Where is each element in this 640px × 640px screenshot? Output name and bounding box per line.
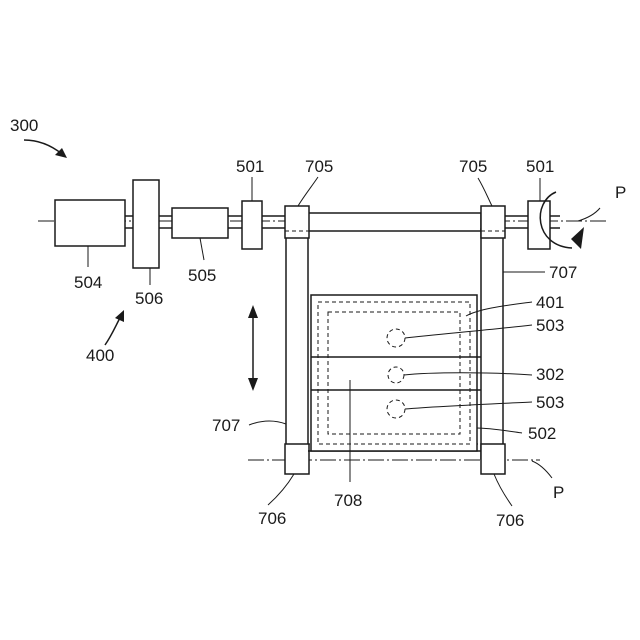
label-707-right: 707: [549, 263, 577, 282]
bearing-501-right: [528, 201, 550, 249]
leader-300: [24, 140, 62, 154]
label-708: 708: [334, 491, 362, 510]
leader-505: [200, 238, 204, 260]
flywheel-506: [133, 180, 159, 268]
left-column-707: [286, 229, 308, 459]
label-501-right: 501: [526, 157, 554, 176]
leader-706a: [268, 474, 294, 505]
bearing-705-right: [481, 206, 505, 238]
bearing-501-left: [242, 201, 262, 249]
label-502: 502: [528, 424, 556, 443]
label-503-top: 503: [536, 316, 564, 335]
label-706-right: 706: [496, 511, 524, 530]
label-506: 506: [135, 289, 163, 308]
label-P-top: P: [615, 183, 626, 202]
label-P-bottom: P: [553, 483, 564, 502]
leader-Pa: [578, 208, 600, 221]
bearing-706-right: [481, 444, 505, 474]
arrowhead-down: [248, 378, 258, 391]
rotation-arrowhead: [571, 227, 584, 249]
leader-707a: [249, 421, 286, 425]
bearing-705-left: [285, 206, 309, 238]
label-503-bottom: 503: [536, 393, 564, 412]
label-400: 400: [86, 346, 114, 365]
bearing-706-left: [285, 444, 309, 474]
label-705-left: 705: [305, 157, 333, 176]
leader-705b: [478, 178, 492, 206]
leader-Pb: [532, 461, 552, 478]
label-706-left: 706: [258, 509, 286, 528]
label-504: 504: [74, 273, 102, 292]
right-column-707: [481, 229, 503, 459]
top-rotating-bar: [308, 213, 481, 231]
arrowhead-up: [248, 305, 258, 318]
leader-706b: [494, 474, 512, 506]
leader-705a: [298, 177, 318, 206]
label-705-right: 705: [459, 157, 487, 176]
label-401: 401: [536, 293, 564, 312]
leader-400: [105, 316, 121, 345]
label-300: 300: [10, 116, 38, 135]
label-707-left: 707: [212, 416, 240, 435]
label-302: 302: [536, 365, 564, 384]
label-505: 505: [188, 266, 216, 285]
gearbox-505: [172, 208, 228, 238]
label-501-left: 501: [236, 157, 264, 176]
motor-504: [55, 200, 125, 246]
